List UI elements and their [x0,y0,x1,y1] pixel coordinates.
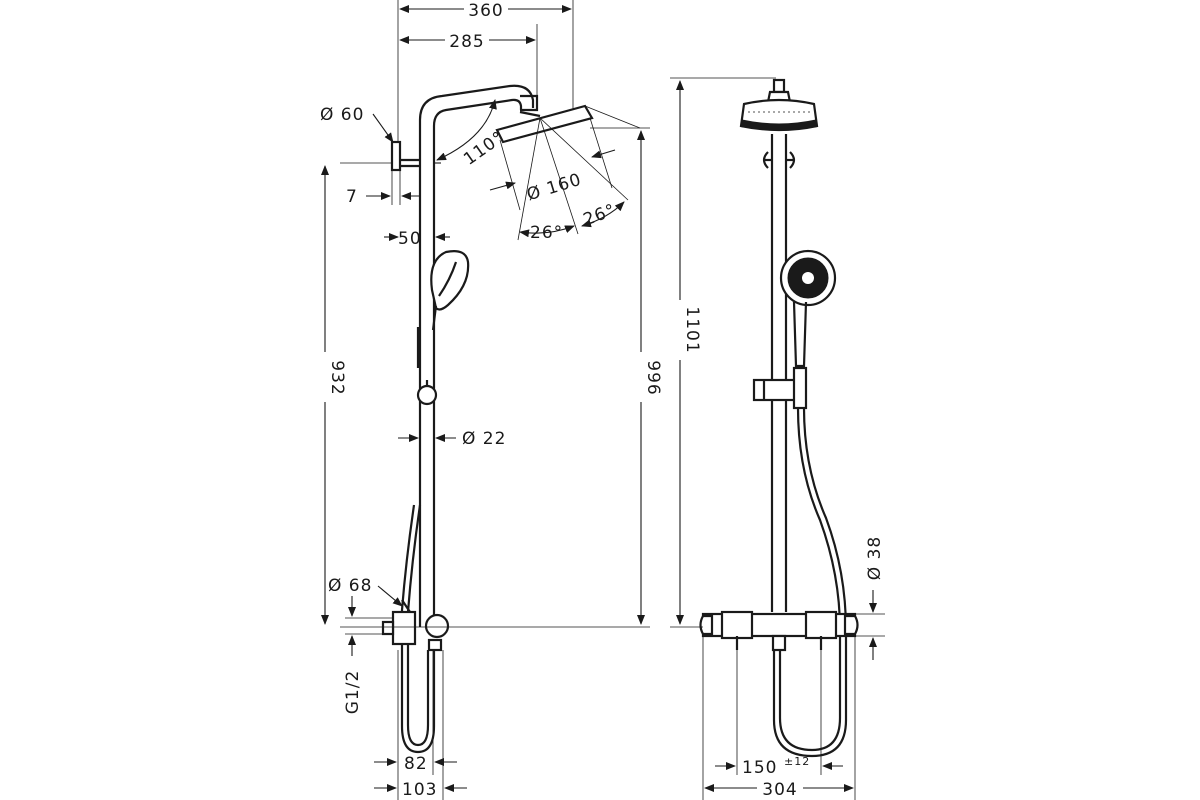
dim-1101: 1101 [670,80,702,625]
dim-pipe-dia-label: Ø 22 [462,429,506,449]
hose-front [772,407,848,758]
thermostat-mixer-front [699,610,859,652]
dim-82-label: 82 [404,754,428,774]
dim-103: 103 [374,780,467,800]
shower-hose [400,327,436,754]
overhead-shower-head [495,104,594,144]
dim-103-label: 103 [402,780,437,800]
dim-150-label: 150 [742,758,777,778]
dim-tilt-left-label: 26° [530,223,563,243]
dim-arm-angle-label: 110° [460,127,508,169]
dim-150-tolerance: ±12 [784,755,810,768]
hand-shower [430,250,470,331]
dim-7-label: 7 [346,187,358,207]
dim-mixer-dia: Ø 68 [328,576,403,607]
dim-bracket-dia-label: Ø 60 [320,105,364,125]
dim-mixer-dia-label: Ø 68 [328,576,372,596]
dim-thread: G1/2 [343,596,392,714]
dim-360: 360 [397,0,574,142]
dim-82: 82 [374,650,457,800]
dim-body-dia: Ø 38 [865,536,885,660]
dim-360-label: 360 [468,1,503,21]
wall-bracket [390,140,441,172]
dim-1101-label: 1101 [682,306,702,353]
dim-bracket-dia: Ø 60 [320,105,394,143]
dim-150: 150 ±12 [715,650,843,778]
dim-tilt-right-label: 26° [581,200,619,230]
side-view: 360 285 Ø 60 7 50 [315,0,663,800]
dim-pipe-dia: Ø 22 [398,429,506,449]
riser-pipe [418,84,539,627]
rail-pipe-front [762,134,796,612]
dim-304: 304 [702,636,856,800]
hand-shower-front [779,249,837,368]
dim-285-label: 285 [449,32,484,52]
dim-50-label: 50 [398,229,422,249]
dim-thread-label: G1/2 [343,670,363,715]
dim-932: 932 [315,165,347,625]
overhead-shower-front [739,78,819,132]
slider [416,380,438,406]
dim-996: 996 [590,127,663,625]
front-view: 1101 Ø 38 150 ±12 304 [670,77,885,800]
dim-932-label: 932 [327,360,347,395]
dim-7: 7 [346,170,420,207]
dim-body-dia-label: Ø 38 [865,536,885,580]
dim-304-label: 304 [762,780,797,800]
thermostat-mixer-side [381,599,450,652]
dim-996-label: 996 [643,360,663,395]
dim-50: 50 [384,170,450,249]
slider-front [752,366,808,410]
dim-285: 285 [399,24,538,100]
dim-head-dia-label: Ø 160 [524,170,584,206]
